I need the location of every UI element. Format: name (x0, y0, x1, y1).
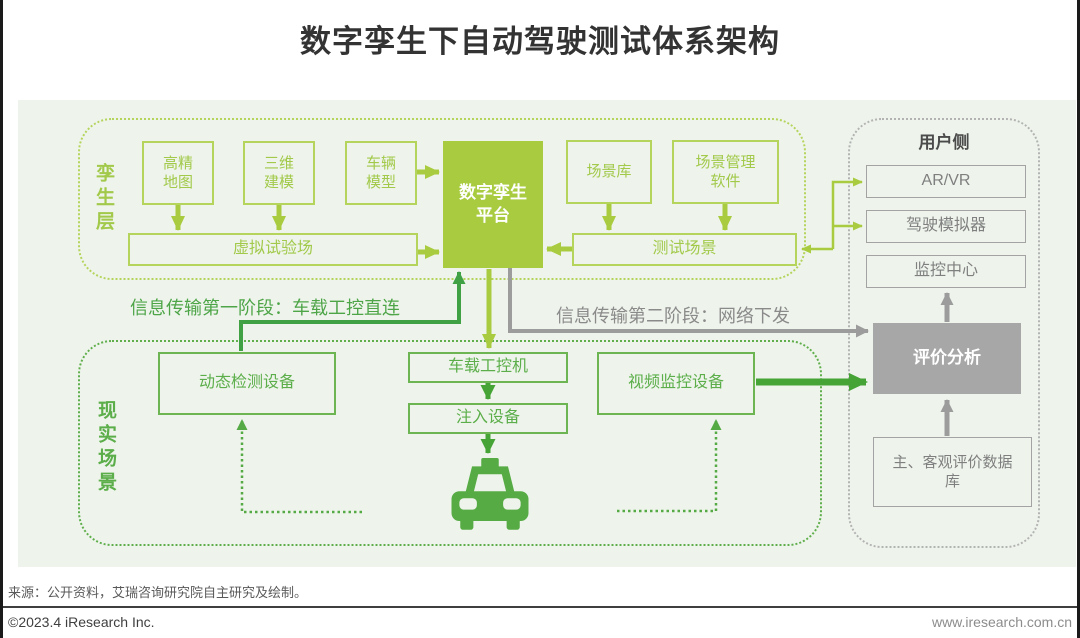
page-title: 数字孪生下自动驾驶测试体系架构 (300, 24, 780, 59)
footer-divider (0, 606, 1080, 608)
user-side-label: 用户侧 (918, 133, 970, 152)
box-virtual-test-ground: 虚拟试验场 (128, 233, 418, 266)
box-test-scenario: 测试场景 (572, 233, 797, 266)
real-scene-label: 现实场景 (95, 400, 116, 496)
twin-layer-label: 孪生层 (93, 163, 114, 235)
screen-edge-left (0, 0, 3, 638)
copyright-text: ©2023.4 iResearch Inc. (8, 614, 155, 630)
box-video-monitoring: 视频监控设备 (597, 352, 755, 415)
box-scenario-library: 场景库 (566, 140, 652, 204)
box-scenario-mgmt-software: 场景管理 软件 (672, 140, 779, 204)
box-injection-device: 注入设备 (408, 403, 568, 434)
screen-edge-right (1077, 0, 1080, 638)
box-driving-simulator: 驾驶模拟器 (866, 210, 1026, 243)
source-note: 来源：公开资料，艾瑞咨询研究院自主研究及绘制。 (8, 585, 308, 600)
box-digital-twin-platform: 数字孪生 平台 (443, 141, 543, 268)
box-onboard-ipc: 车载工控机 (408, 352, 568, 383)
stage2-annotation: 信息传输第二阶段：网络下发 (556, 306, 790, 326)
box-ar-vr: AR/VR (866, 165, 1026, 198)
stage1-annotation: 信息传输第一阶段：车载工控直连 (130, 298, 400, 318)
box-evaluation-database: 主、客观评价数据 库 (873, 437, 1032, 507)
box-evaluation-analysis: 评价分析 (873, 323, 1021, 394)
box-vehicle-model: 车辆 模型 (345, 141, 417, 205)
box-dynamic-detection: 动态检测设备 (158, 352, 336, 415)
taxi-car-icon (451, 458, 529, 530)
box-hd-map: 高精 地图 (142, 141, 214, 205)
box-monitoring-center: 监控中心 (866, 255, 1026, 288)
website-text: www.iresearch.com.cn (931, 614, 1072, 630)
box-3d-modeling: 三维 建模 (243, 141, 315, 205)
user-side-container (848, 118, 1040, 548)
